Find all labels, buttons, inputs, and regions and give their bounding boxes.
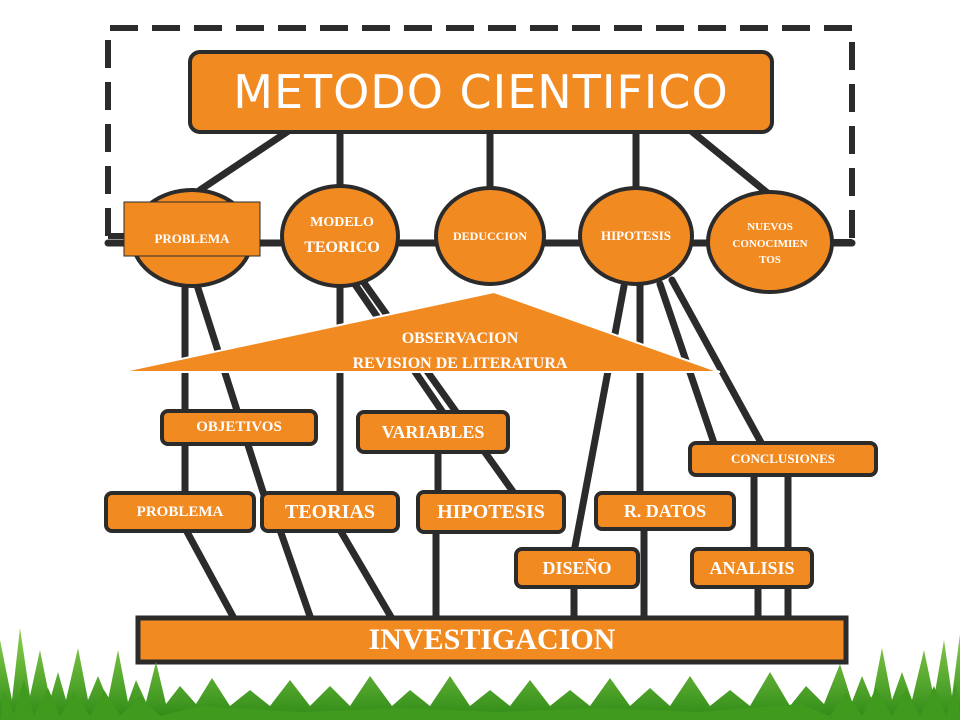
modelo-teorico-label: MODELO TEORICO — [290, 212, 394, 260]
title-box — [188, 50, 774, 134]
variables-box — [356, 410, 510, 454]
problema-label-box — [123, 201, 261, 257]
connector-teorias-base-2 — [336, 526, 398, 626]
connector-hipotesis-analisis — [668, 276, 768, 452]
analisis-box — [690, 547, 814, 589]
conclusiones-box — [688, 441, 878, 477]
teorias-label: TEORIAS — [284, 500, 376, 523]
modelo-teorico-node — [280, 184, 400, 288]
analisis-label: ANALISIS — [709, 557, 795, 578]
connector-lines — [104, 126, 856, 626]
objetivos-box — [160, 409, 318, 446]
observacion-label: OBSERVACION — [401, 329, 519, 347]
triangle-label: OBSERVACION REVISION DE LITERATURA — [300, 326, 620, 376]
modelo-label-line2: TEORICO — [304, 238, 380, 256]
nuevos-line2: CONOCIMIEN — [732, 237, 808, 250]
connector-teorias-base-1 — [276, 526, 316, 626]
investigacion-box — [135, 615, 849, 665]
connector-hipotesis-diseno — [570, 282, 628, 556]
variables-label: VARIABLES — [381, 421, 485, 442]
modelo-label-line1: MODELO — [310, 214, 374, 230]
problema-box — [104, 491, 256, 533]
nuevos-conocimientos-node — [706, 190, 834, 294]
deduccion-label: DEDUCCION — [452, 228, 527, 243]
connector-problema-base — [182, 526, 240, 626]
diseno-label: DISEÑO — [542, 557, 612, 578]
diseno-box — [514, 547, 640, 589]
objetivos-label: OBJETIVOS — [196, 419, 282, 435]
grass-decoration — [0, 628, 960, 720]
nuevos-conocimientos-label: NUEVOS CONOCIMIEN TOS — [710, 218, 830, 270]
deduccion-node — [434, 186, 546, 286]
hipotesis-node — [578, 186, 694, 286]
page-title: METODO CIENTIFICO — [233, 65, 729, 119]
problema-node-label: PROBLEMA — [154, 231, 230, 246]
connector-title-problema — [196, 126, 294, 194]
hipotesis-box-label: HIPOTESIS — [437, 500, 545, 523]
nuevos-line1: NUEVOS — [747, 220, 793, 233]
hipotesis-box — [416, 490, 566, 534]
hipotesis-node-label: HIPOTESIS — [600, 228, 672, 243]
problema-box-label: PROBLEMA — [136, 503, 224, 520]
investigacion-label: INVESTIGACION — [368, 623, 616, 656]
revision-literatura-label: REVISION DE LITERATURA — [352, 354, 568, 372]
r-datos-label: R. DATOS — [623, 500, 707, 521]
teorias-box — [260, 491, 400, 533]
nuevos-line3: TOS — [759, 254, 781, 267]
conclusiones-label: CONCLUSIONES — [730, 451, 836, 466]
r-datos-box — [594, 491, 736, 531]
connector-problema-teorias — [192, 278, 268, 499]
observacion-triangle — [119, 290, 721, 373]
connector-title-nuevos — [686, 126, 774, 199]
